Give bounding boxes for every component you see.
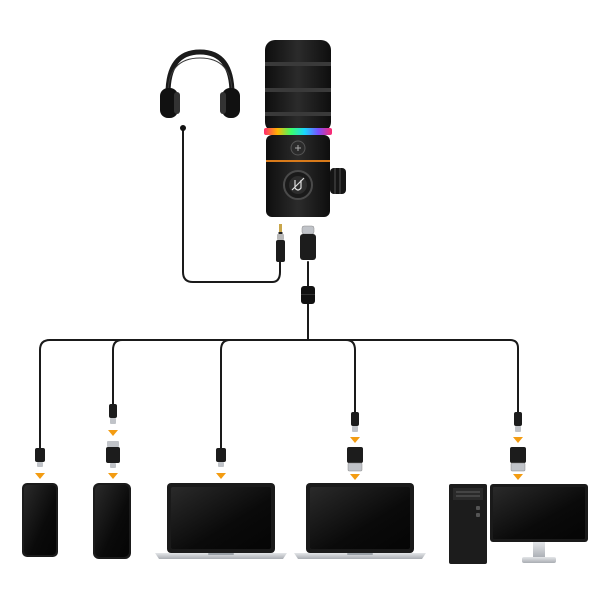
- lightning-plug-icon: [109, 404, 117, 424]
- adapter-icon: [106, 441, 120, 468]
- arrow-icon: [108, 473, 118, 479]
- branch-iphone: [112, 339, 123, 405]
- laptop-icon: [155, 483, 287, 559]
- arrow-icon: [35, 473, 45, 479]
- headphone-cable: [182, 129, 281, 283]
- pc-tower: [449, 484, 487, 564]
- lightning-plug-icon: [35, 448, 45, 467]
- arrow-icon: [513, 437, 523, 443]
- arrow-icon: [108, 430, 118, 436]
- usb-a-plug-icon: [347, 447, 363, 472]
- 3.5mm-jack-icon: [276, 224, 285, 262]
- rgb-light-ring: [264, 128, 332, 135]
- lightning-plug-icon: [351, 412, 359, 432]
- arrow-icon: [350, 437, 360, 443]
- branch-android: [39, 339, 51, 449]
- usb-c-plug-icon: [216, 448, 226, 467]
- smartphone-icon: [22, 483, 58, 557]
- usb-c-plug-icon: [300, 225, 316, 260]
- lightning-plug-icon: [514, 412, 522, 432]
- branch-laptop-a: [345, 339, 356, 413]
- laptop-icon: [294, 483, 426, 559]
- microphone-icon: [264, 40, 346, 217]
- cables: [39, 129, 519, 449]
- arrow-icon: [216, 473, 226, 479]
- ferrite-bead-icon: [301, 286, 315, 304]
- arrow-icon: [350, 474, 360, 480]
- smartphone-icon: [93, 483, 131, 559]
- usb-a-plug-icon: [510, 447, 526, 472]
- mute-icon: [283, 170, 313, 200]
- headphones-icon: [160, 49, 240, 131]
- monitor: [490, 484, 588, 563]
- branch-laptop-c: [220, 339, 231, 449]
- gain-icon: [290, 140, 306, 156]
- desktop-computer-icon: [449, 484, 588, 564]
- arrow-icon: [513, 474, 523, 480]
- hub-bus-cable: [49, 339, 519, 413]
